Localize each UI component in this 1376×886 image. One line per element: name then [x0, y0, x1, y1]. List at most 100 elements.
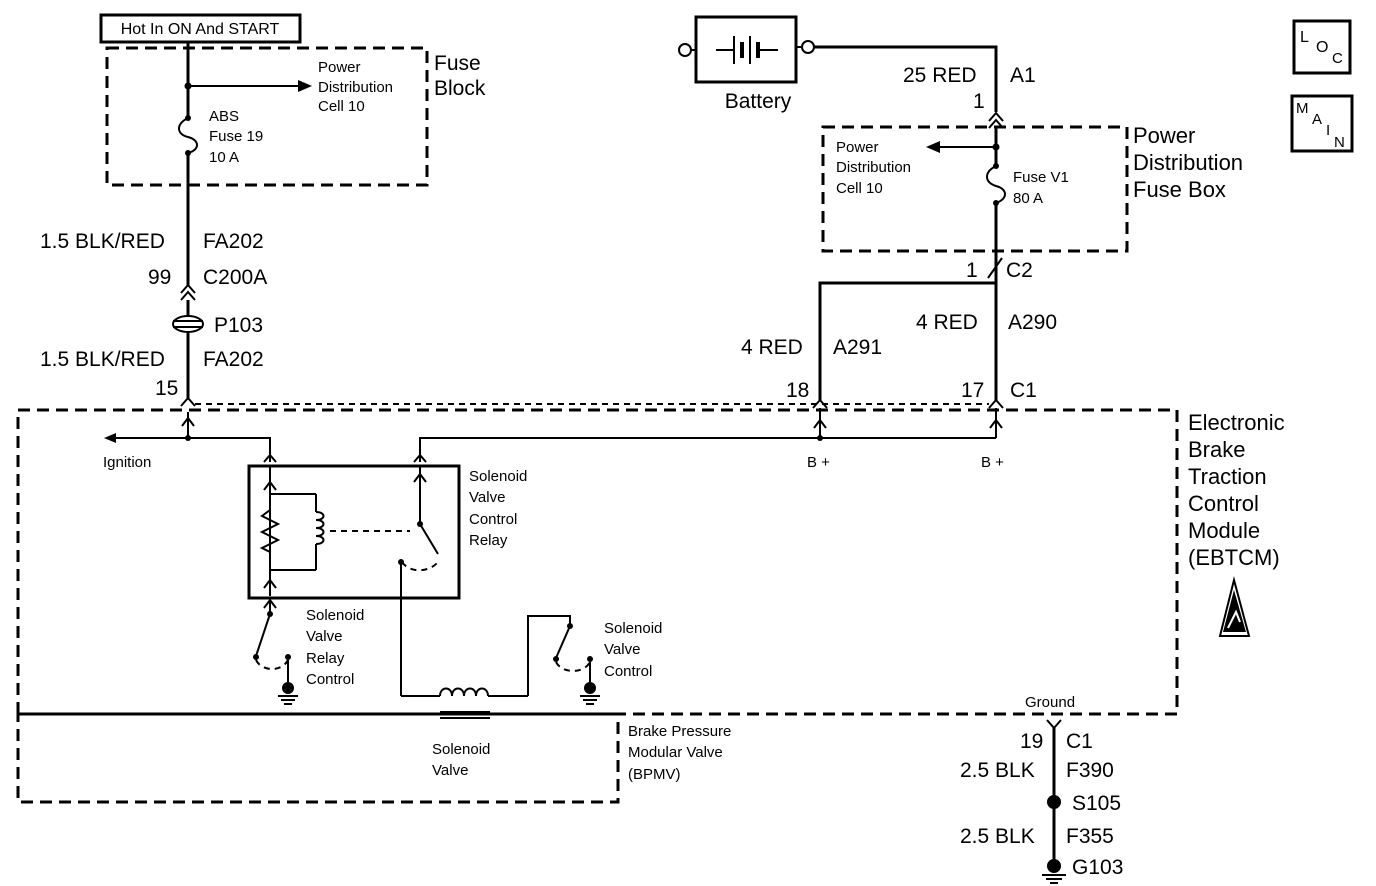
valve-control-switch — [527, 615, 600, 705]
solenoid-valve-control-relay — [247, 453, 461, 696]
gnd-w1-gauge: 2.5 BLK — [960, 759, 1035, 782]
fb-pdc-2: Distribution — [318, 79, 393, 96]
hot-label-box: Hot In ON And START — [99, 13, 302, 44]
pdfb-title-1: Power — [1133, 123, 1195, 148]
fuse-block: Fuse Block Power Distribution Cell 10 AB… — [105, 42, 486, 187]
pdfb-title-3: Fuse Box — [1133, 177, 1226, 202]
ebtcm-title-5: Module — [1188, 518, 1260, 543]
pdfb-fuse-1: Fuse V1 — [1013, 169, 1069, 186]
svg-text:M: M — [1296, 100, 1309, 117]
relay-ctrl-label-1: Solenoid — [306, 607, 364, 624]
svg-text:L: L — [1300, 29, 1309, 46]
pdfb-pdc-2: Distribution — [836, 159, 911, 176]
a291-pin: 18 — [786, 379, 809, 402]
splice-pack-icon — [172, 315, 204, 333]
valve-ctrl-label-1: Solenoid — [604, 620, 662, 637]
gnd-pin: 19 — [1020, 730, 1043, 753]
a291-circuit: A291 — [833, 336, 882, 359]
ground-label: Ground — [1025, 694, 1075, 711]
battery-label: Battery — [725, 90, 792, 113]
relay-ctrl-label-2: Valve — [306, 628, 342, 645]
bpmv-title-3: (BPMV) — [628, 766, 681, 783]
gnd-name: G103 — [1072, 856, 1123, 879]
c200a-pin: 99 — [148, 266, 171, 289]
fb-fuse-2: Fuse 19 — [209, 128, 263, 145]
connector-icon — [180, 290, 196, 301]
arrow-right-icon — [298, 80, 312, 92]
left-wire2-gauge: 1.5 BLK/RED — [40, 348, 165, 371]
ebtcm-title-2: Brake — [1188, 437, 1245, 462]
switch-icon — [555, 625, 571, 659]
arrow-left-icon — [926, 141, 940, 153]
gnd-connector: C1 — [1066, 730, 1093, 753]
c200a-name: C200A — [203, 266, 267, 289]
gnd-w2-gauge: 2.5 BLK — [960, 825, 1035, 848]
battery: Battery — [678, 15, 815, 113]
svg-text:A: A — [1312, 111, 1322, 128]
ebtcm-module: Electronic Brake Traction Control Module… — [16, 408, 1285, 716]
svg-text:N: N — [1334, 134, 1345, 151]
bpmv-solenoid-1: Solenoid — [432, 741, 490, 758]
fuse-block-title-2: Block — [434, 77, 486, 100]
b-plus-2: B + — [981, 454, 1004, 471]
pdfb-pdc-1: Power — [836, 139, 879, 156]
relay-ctrl-label-4: Control — [306, 671, 354, 688]
gnd-w2-circuit: F355 — [1066, 825, 1114, 848]
loc-icon[interactable]: L O C — [1292, 19, 1352, 75]
b-plus-1: B + — [807, 454, 830, 471]
ebtcm-title-3: Traction — [1188, 464, 1267, 489]
svg-text:I: I — [1326, 122, 1330, 139]
hot-label: Hot In ON And START — [121, 21, 280, 38]
left-wire2-circuit: FA202 — [203, 348, 264, 371]
fuse-icon — [178, 115, 198, 156]
relay-control-switch — [253, 598, 298, 705]
solenoid-coil-icon — [439, 687, 489, 697]
ignition-label: Ignition — [103, 454, 151, 471]
pdfb-pdc-3: Cell 10 — [836, 180, 883, 197]
ground-icon — [278, 682, 298, 705]
splice-icon — [1047, 795, 1061, 809]
a291-gauge: 4 RED — [741, 336, 803, 359]
svg-text:O: O — [1316, 39, 1328, 56]
gnd-w1-circuit: F390 — [1066, 759, 1114, 782]
c1-name: C1 — [1010, 379, 1037, 402]
a290-gauge: 4 RED — [916, 311, 978, 334]
ground-icon — [580, 682, 600, 705]
bpmv-title-1: Brake Pressure — [628, 723, 731, 740]
valve-ctrl-label-2: Valve — [604, 641, 640, 658]
pdfb-fuse-2: 80 A — [1013, 190, 1043, 207]
relay-label-4: Relay — [469, 532, 508, 549]
main-icon[interactable]: M A I N — [1290, 94, 1354, 153]
switch-icon — [255, 613, 271, 657]
svg-text:C: C — [1332, 50, 1343, 67]
fb-fuse-3: 10 A — [209, 149, 239, 166]
gnd-splice: S105 — [1072, 792, 1121, 815]
pdfb-title-2: Distribution — [1133, 150, 1243, 175]
resistor-icon — [259, 509, 281, 553]
fuse-block-title-1: Fuse — [434, 52, 481, 75]
a290-circuit: A290 — [1008, 311, 1057, 334]
ebtcm-title-1: Electronic — [1188, 410, 1285, 435]
fb-pdc-3: Cell 10 — [318, 98, 365, 115]
valve-ctrl-label-3: Control — [604, 663, 652, 680]
relay-label-3: Control — [469, 511, 517, 528]
fb-fuse-1: ABS — [209, 108, 239, 125]
switch-icon — [419, 523, 439, 555]
ground-icon — [1042, 859, 1066, 884]
coil-icon — [315, 511, 325, 545]
c2-pin: 1 — [966, 259, 978, 282]
battery-wire-connector: A1 — [1010, 64, 1036, 87]
esd-warning-icon — [1218, 576, 1251, 637]
power-distribution-fuse-box: Power Distribution Fuse Box Power Distri… — [821, 123, 1243, 253]
ebtcm-title-6: (EBTCM) — [1188, 545, 1280, 570]
bpmv-title-2: Modular Valve — [628, 744, 723, 761]
relay-label-1: Solenoid — [469, 468, 527, 485]
bpmv-solenoid-2: Valve — [432, 762, 468, 779]
relay-label-2: Valve — [469, 489, 505, 506]
fuse-icon — [986, 163, 1006, 206]
left-wire1-gauge: 1.5 BLK/RED — [40, 230, 165, 253]
bpmv-module: Brake Pressure Modular Valve (BPMV) Sole… — [16, 712, 731, 804]
battery-icon — [716, 36, 778, 64]
arrow-left-icon — [104, 433, 116, 443]
